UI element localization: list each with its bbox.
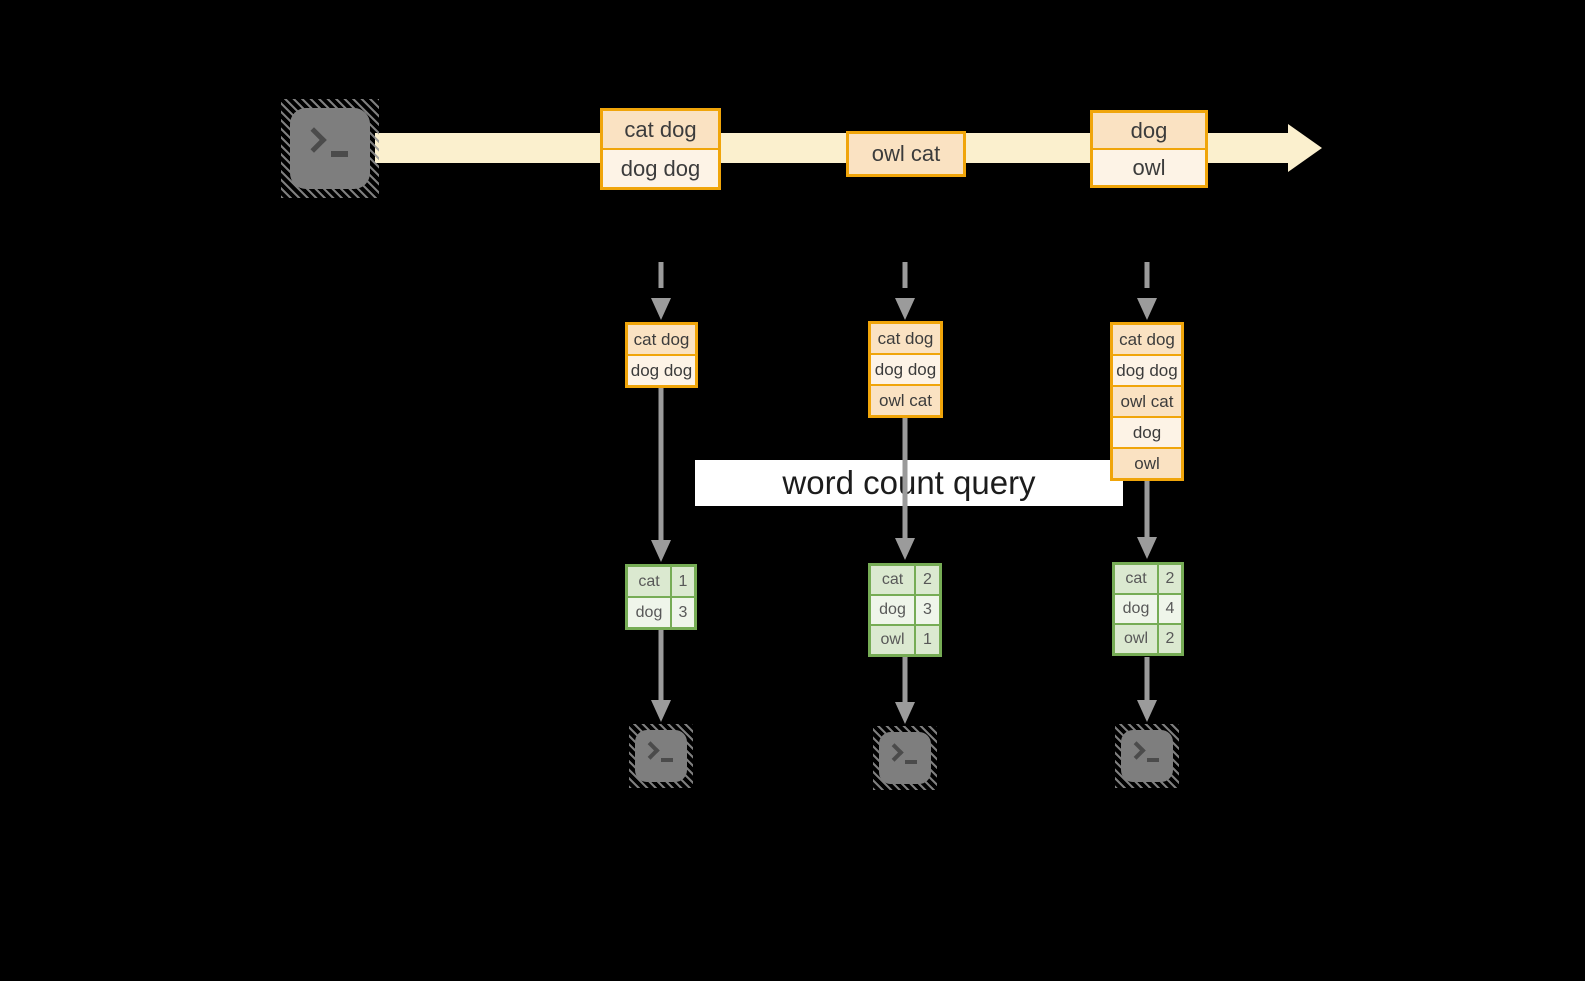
word-cell: dog — [1115, 595, 1157, 623]
stream-event-cell: dog — [1093, 113, 1205, 148]
table-row: dog 4 — [1115, 595, 1181, 623]
output-arrow — [651, 628, 671, 722]
count-cell: 2 — [1159, 565, 1181, 593]
count-cell: 3 — [916, 596, 939, 624]
count-cell: 1 — [672, 567, 694, 596]
sink-terminal-icon — [1115, 724, 1179, 788]
stream-event-cell: owl — [1093, 150, 1205, 185]
stream-event-box: cat dog dog dog — [600, 108, 721, 190]
sink-terminal-icon — [629, 724, 693, 788]
count-cell: 1 — [916, 626, 939, 654]
count-cell: 2 — [916, 566, 939, 594]
stream-arrowhead — [1288, 124, 1322, 172]
buffer-cell: dog dog — [1113, 356, 1181, 385]
table-row: cat 2 — [1115, 565, 1181, 593]
terminal-body — [1121, 730, 1173, 782]
stream-event-box: dog owl — [1090, 110, 1208, 188]
word-cell: dog — [628, 598, 670, 627]
buffer-cell: cat dog — [628, 325, 695, 354]
count-cell: 2 — [1159, 625, 1181, 653]
stream-event-box: owl cat — [846, 131, 966, 177]
query-arrow — [1137, 481, 1157, 559]
word-cell: dog — [871, 596, 914, 624]
buffer-cell: dog — [1113, 418, 1181, 447]
output-arrow — [895, 657, 915, 724]
query-arrow — [651, 388, 671, 562]
query-banner-label: word count query — [782, 464, 1036, 501]
table-row: cat 1 — [628, 567, 694, 596]
source-terminal-icon — [281, 99, 379, 198]
table-row: cat 2 — [871, 566, 939, 594]
table-row: owl 1 — [871, 626, 939, 654]
sink-terminal-icon — [873, 726, 937, 790]
buffer-cell: cat dog — [871, 324, 940, 353]
terminal-body — [635, 730, 687, 782]
terminal-cursor-icon — [331, 151, 348, 157]
stream-event-cell: dog dog — [603, 150, 718, 187]
ingest-arrow — [1137, 262, 1157, 320]
stream-event-cell: owl cat — [849, 134, 963, 174]
word-count-table: cat 2 dog 4 owl 2 — [1112, 562, 1184, 656]
buffer-box: cat dog dog dog — [625, 322, 698, 388]
word-cell: cat — [628, 567, 670, 596]
buffer-cell: dog dog — [628, 356, 695, 385]
count-cell: 4 — [1159, 595, 1181, 623]
buffer-cell: cat dog — [1113, 325, 1181, 354]
ingest-arrow — [651, 262, 671, 320]
buffer-cell: owl cat — [871, 386, 940, 415]
terminal-cursor-icon — [905, 760, 917, 764]
table-row: dog 3 — [871, 596, 939, 624]
terminal-body — [290, 108, 370, 189]
terminal-body — [879, 732, 931, 784]
query-arrow — [895, 418, 915, 560]
table-row: owl 2 — [1115, 625, 1181, 653]
word-count-table: cat 1 dog 3 — [625, 564, 697, 630]
word-cell: cat — [1115, 565, 1157, 593]
word-cell: owl — [871, 626, 914, 654]
terminal-cursor-icon — [661, 758, 673, 762]
buffer-box: cat dog dog dog owl cat dog owl — [1110, 322, 1184, 481]
word-count-table: cat 2 dog 3 owl 1 — [868, 563, 942, 657]
output-arrow — [1137, 657, 1157, 722]
ingest-arrow — [895, 262, 915, 320]
buffer-cell: dog dog — [871, 355, 940, 384]
buffer-cell: owl cat — [1113, 387, 1181, 416]
buffer-cell: owl — [1113, 449, 1181, 478]
buffer-box: cat dog dog dog owl cat — [868, 321, 943, 418]
terminal-cursor-icon — [1147, 758, 1159, 762]
query-banner: word count query — [695, 460, 1123, 506]
word-cell: cat — [871, 566, 914, 594]
count-cell: 3 — [672, 598, 694, 627]
word-cell: owl — [1115, 625, 1157, 653]
stream-event-cell: cat dog — [603, 111, 718, 148]
table-row: dog 3 — [628, 598, 694, 627]
